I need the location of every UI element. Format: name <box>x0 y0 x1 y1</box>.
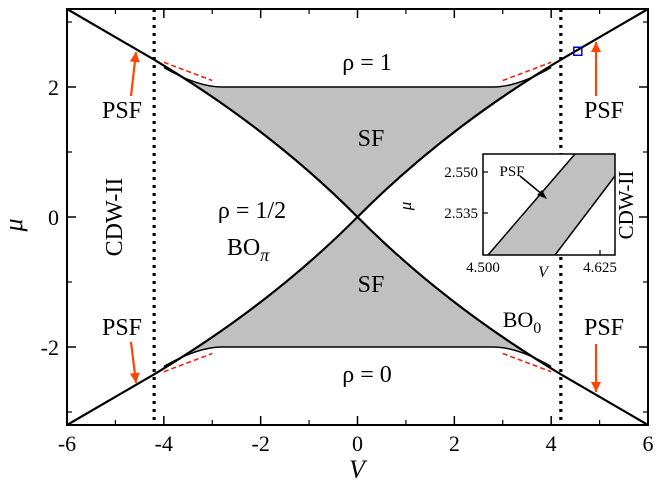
red-dashed-segment-0 <box>163 61 213 82</box>
sf-lower-label: SF <box>358 272 385 298</box>
inset-frame <box>482 153 616 256</box>
psf-arrow-lower-right-head <box>591 382 601 392</box>
sf-regions <box>163 67 552 367</box>
psf-lower-right-label: PSF <box>584 315 624 341</box>
inset-psf-arrow-line <box>519 175 544 196</box>
x-tick-label: 4 <box>546 431 557 456</box>
inset-boundary-left <box>487 153 576 256</box>
inset-x-tick-label: 4.500 <box>466 260 500 276</box>
psf-lower-left-label: PSF <box>102 315 142 341</box>
x-tick-label: 2 <box>449 431 460 456</box>
psf-arrow-upper-left-head <box>129 52 140 63</box>
inset-location-marker <box>573 46 583 56</box>
x-tick-label: -4 <box>155 431 173 456</box>
main-plot: -6 -4 -2 0 2 4 6 -2 0 2 V μ ρ = 1 ρ = 0 ρ = 1/2 B… <box>0 8 654 484</box>
red-dashed-segments <box>163 61 552 373</box>
inset-cdw-label: CDW-II <box>614 171 638 240</box>
rho-one-label: ρ = 1 <box>342 50 392 76</box>
inset-psf-arrow-head <box>537 190 547 199</box>
inset-psf-fill <box>488 154 615 255</box>
y-tick-label: 0 <box>48 205 59 230</box>
x-tick-label: 0 <box>352 431 363 456</box>
inset-boundaries <box>487 153 616 256</box>
inset-x-tick-label: 4.625 <box>583 260 617 276</box>
boundary-diagonal-up <box>66 8 649 426</box>
inset-y-axis-label: μ <box>396 202 415 212</box>
boundary-upper-plateau <box>163 66 552 88</box>
x-tick-label: -6 <box>58 431 76 456</box>
y-tick-label: -2 <box>41 335 59 360</box>
cdw-left-label: CDW-II <box>102 178 128 257</box>
bo-pi-label: BOπ <box>227 235 270 265</box>
inset-boundary-right <box>554 175 616 256</box>
inset-plot: 4.500 4.625 2.550 2.535 V μ CDW-II PSF <box>396 153 638 281</box>
psf-arrow-lower-left-head <box>129 372 140 383</box>
rho-zero-label: ρ = 0 <box>342 362 392 388</box>
sf-region-lower <box>163 217 552 367</box>
red-dashed-segment-2 <box>163 352 213 373</box>
sf-region-upper <box>163 67 552 217</box>
psf-upper-right-label: PSF <box>584 98 624 124</box>
sf-upper-label: SF <box>358 126 385 152</box>
psf-arrows <box>129 42 601 392</box>
inset-y-tick-label: 2.535 <box>444 206 478 222</box>
y-tick-label: 2 <box>48 75 59 100</box>
phase-boundaries <box>66 8 649 426</box>
psf-arrow-upper-right-head <box>591 42 601 52</box>
inset-psf-label: PSF <box>499 164 524 180</box>
x-axis-label: V <box>349 455 368 484</box>
x-tick-label: 6 <box>643 431 654 456</box>
bo-zero-label: BO0 <box>503 307 542 337</box>
x-tick-label: -2 <box>252 431 270 456</box>
psf-upper-left-label: PSF <box>102 98 142 124</box>
boundary-lower-plateau <box>163 346 552 368</box>
red-dashed-segment-3 <box>502 352 552 373</box>
axis-ticks: -6 -4 -2 0 2 4 6 -2 0 2 <box>41 9 654 456</box>
inset-y-tick-label: 2.550 <box>444 165 478 181</box>
inset-ticks: 4.500 4.625 2.550 2.535 <box>444 165 617 276</box>
inset-marker <box>573 46 583 56</box>
inset-psf-region <box>488 154 615 255</box>
red-dashed-segment-1 <box>502 61 552 82</box>
rho-half-label: ρ = 1/2 <box>218 198 286 224</box>
inset-x-axis-label: V <box>538 264 550 281</box>
y-axis-label: μ <box>0 218 28 232</box>
